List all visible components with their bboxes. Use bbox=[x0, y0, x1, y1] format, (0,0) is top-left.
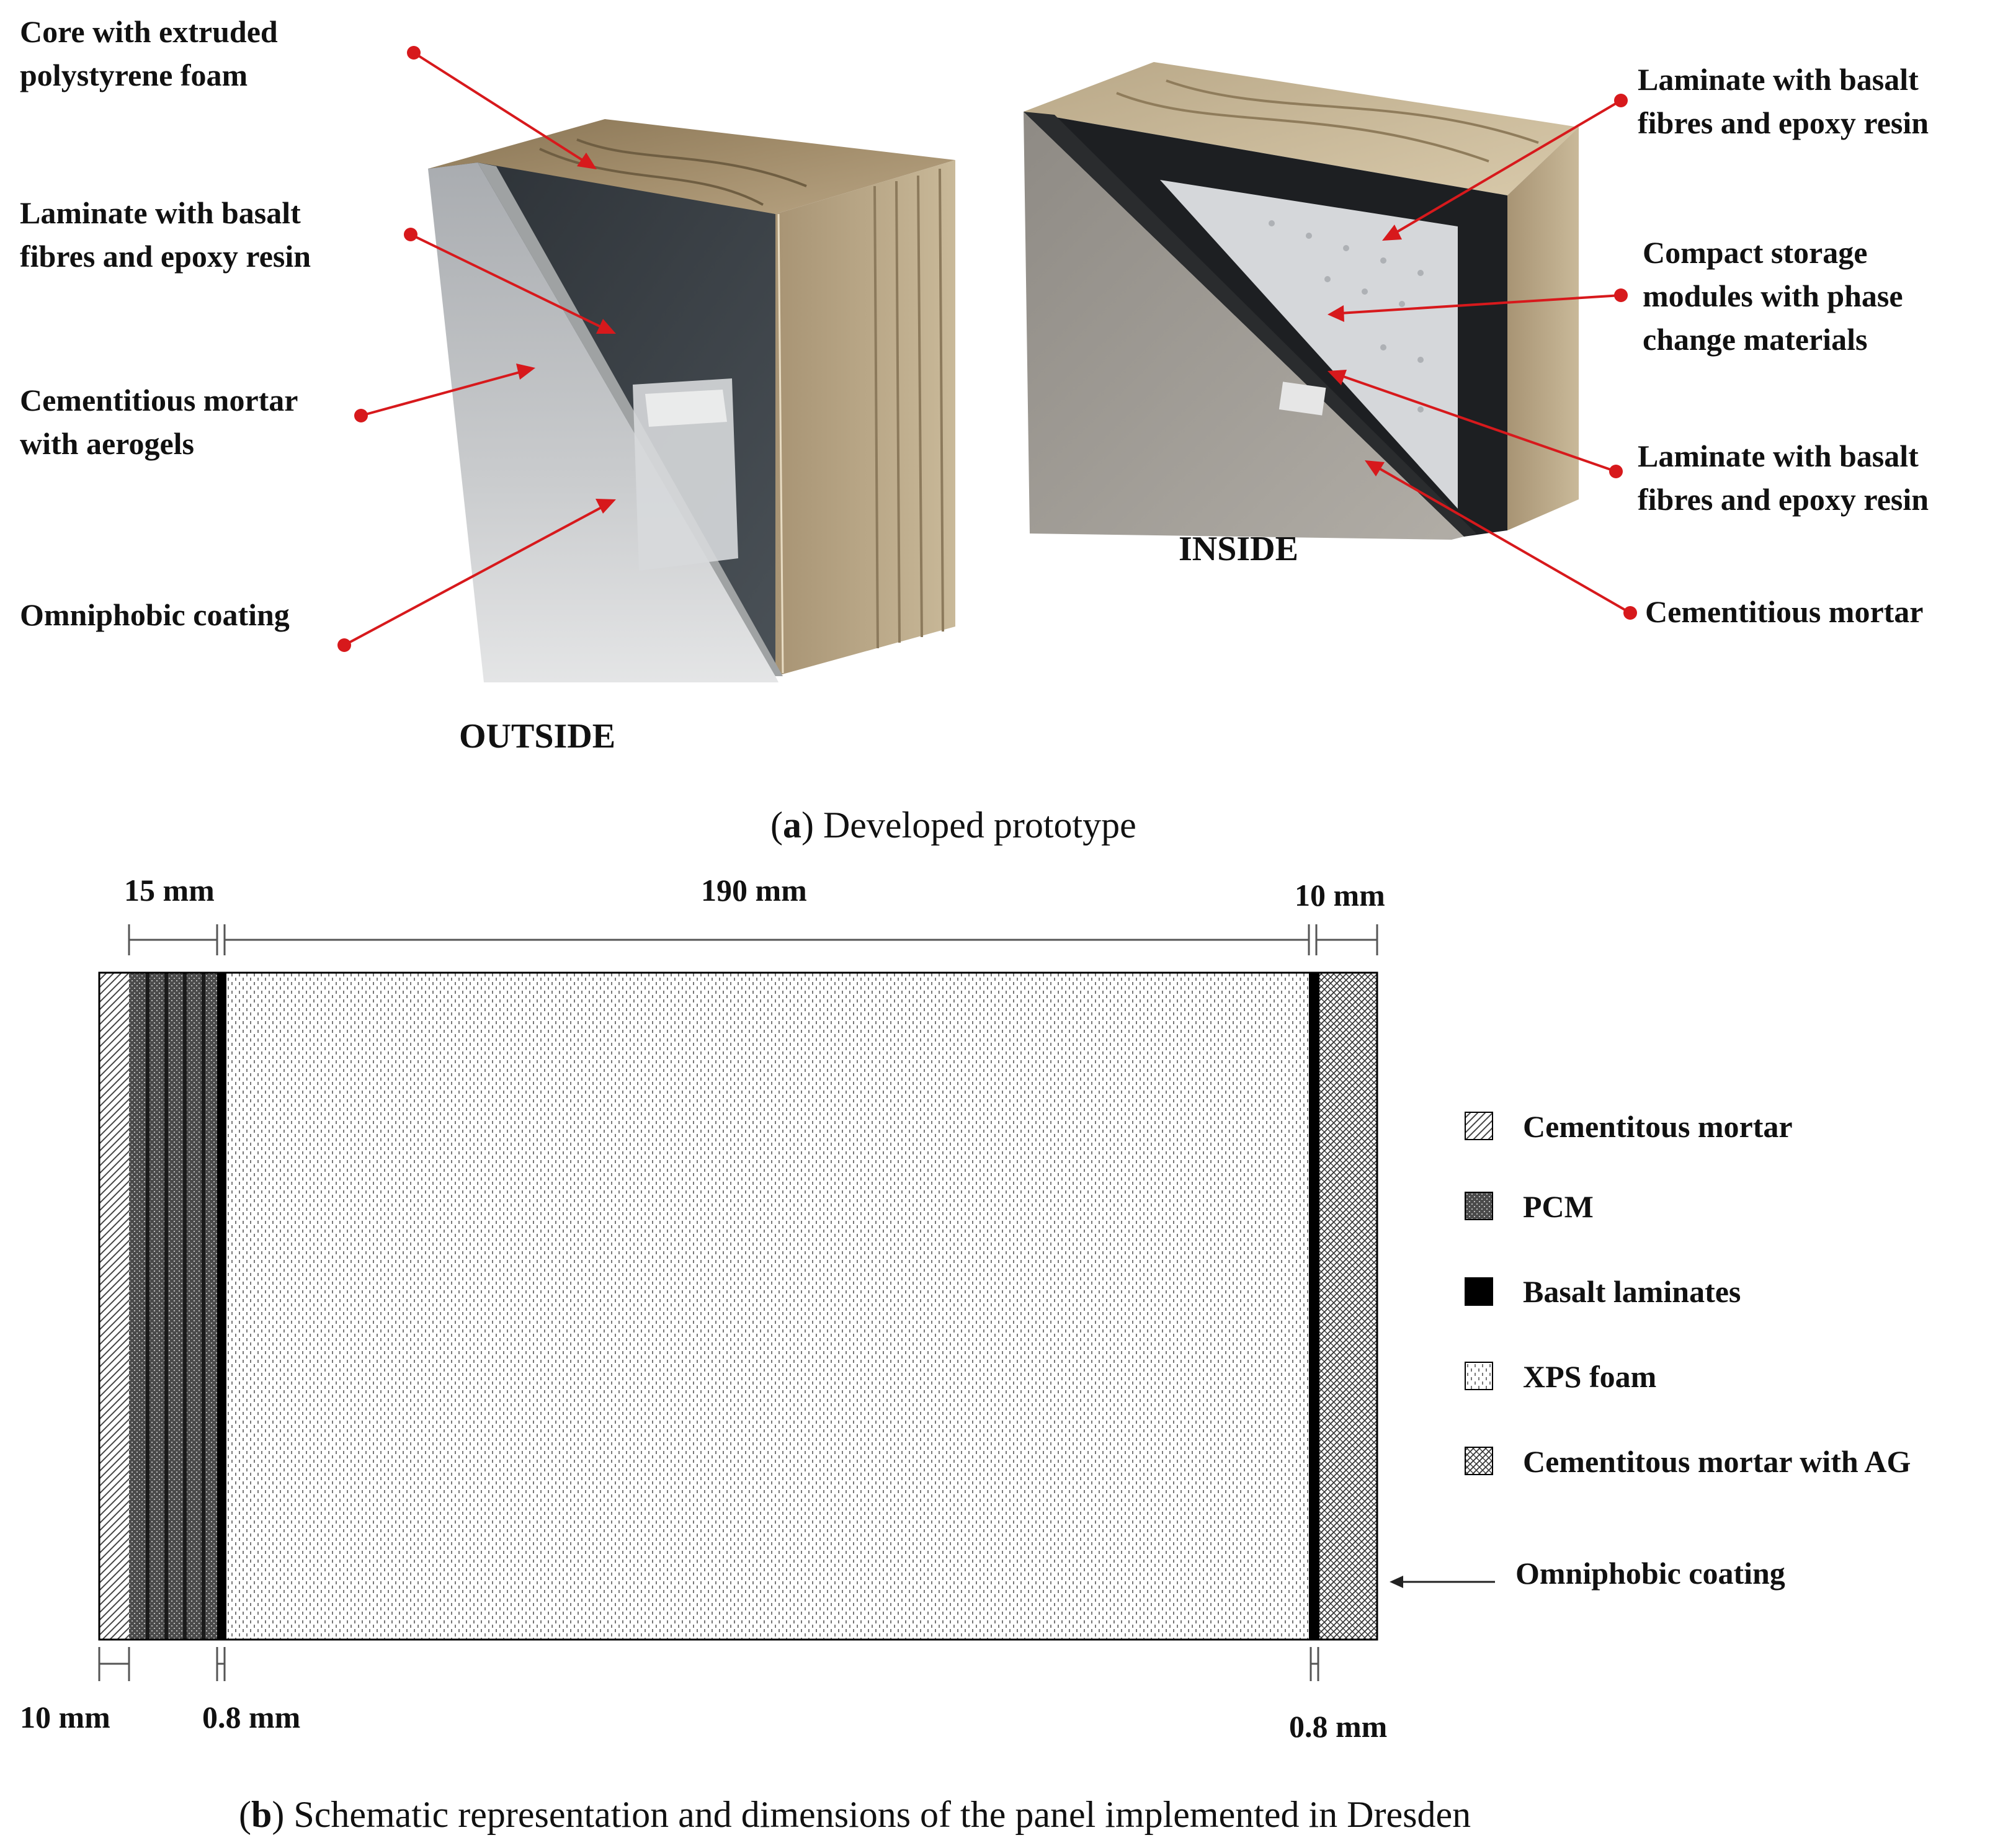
dim-bottom-left: 10 mm bbox=[20, 1700, 110, 1734]
dim-top-left: 15 mm bbox=[124, 873, 215, 908]
inside-title: INSIDE bbox=[1179, 530, 1298, 568]
label-mortar-ag-line1: Cementitious mortar bbox=[20, 383, 298, 417]
caption-b: (b) Schematic representation and dimensi… bbox=[239, 1794, 1471, 1835]
label-laminate-bottom-line1: Laminate with basalt bbox=[1638, 439, 1919, 473]
dim-top-right: 10 mm bbox=[1295, 878, 1385, 913]
outside-prototype-photo bbox=[428, 119, 955, 682]
panel-schematic bbox=[98, 971, 1378, 1641]
pcm-stripes bbox=[146, 973, 205, 1640]
legend-item-basalt: Basalt laminates bbox=[1465, 1274, 1741, 1309]
layer-basalt-laminate-right bbox=[1309, 973, 1319, 1640]
legend-swatch-xps bbox=[1465, 1362, 1493, 1390]
caption-b-letter: b bbox=[251, 1794, 272, 1835]
callout-storage bbox=[1328, 288, 1628, 322]
label-laminate-top-line2: fibres and epoxy resin bbox=[1638, 105, 1929, 140]
dimension-lines-bottom bbox=[98, 1647, 1319, 1681]
inside-prototype-photo bbox=[1024, 62, 1579, 540]
legend-item-xps: XPS foam bbox=[1465, 1359, 1656, 1394]
outside-callout-labels: Core with extruded polystyrene foam Lami… bbox=[20, 14, 311, 632]
label-storage-line1: Compact storage bbox=[1643, 235, 1867, 270]
label-laminate-top-line1: Laminate with basalt bbox=[1638, 62, 1919, 97]
layer-xps-foam bbox=[226, 973, 1309, 1640]
legend-label-xps: XPS foam bbox=[1523, 1359, 1656, 1394]
callout-inside-laminate-bottom bbox=[1328, 370, 1623, 478]
legend-item-pcm: PCM bbox=[1465, 1189, 1594, 1224]
label-laminate-bottom-line2: fibres and epoxy resin bbox=[1638, 482, 1929, 517]
legend-item-mortar: Cementitous mortar bbox=[1465, 1109, 1793, 1144]
callout-laminate bbox=[404, 228, 616, 334]
label-omniphobic: Omniphobic coating bbox=[20, 597, 290, 632]
layer-mortar-with-ag bbox=[1319, 973, 1377, 1640]
label-mortar: Cementitious mortar bbox=[1645, 594, 1924, 629]
legend-item-mortar-ag: Cementitous mortar with AG bbox=[1465, 1444, 1911, 1479]
label-core-line2: polystyrene foam bbox=[20, 58, 248, 92]
caption-a-text: Developed prototype bbox=[814, 805, 1136, 846]
callout-inside-laminate-top bbox=[1382, 94, 1628, 241]
layer-basalt-laminate-left bbox=[217, 973, 226, 1640]
inside-callout-labels: Laminate with basalt fibres and epoxy re… bbox=[1638, 62, 1929, 629]
outside-title: OUTSIDE bbox=[459, 717, 615, 756]
dim-top-middle: 190 mm bbox=[701, 873, 807, 908]
legend-swatch-pcm bbox=[1465, 1192, 1493, 1220]
dim-bottom-mid-left: 0.8 mm bbox=[202, 1700, 300, 1734]
callout-inside-mortar bbox=[1365, 460, 1637, 620]
legend-swatch-basalt bbox=[1465, 1277, 1493, 1306]
caption-a-letter: a bbox=[783, 805, 801, 846]
legend-label-mortar-ag: Cementitous mortar with AG bbox=[1523, 1444, 1911, 1479]
omniphobic-pointer: Omniphobic coating bbox=[1390, 1556, 1785, 1591]
label-storage-line3: change materials bbox=[1643, 322, 1867, 357]
label-mortar-ag-line2: with aerogels bbox=[20, 426, 194, 461]
dimension-lines-top bbox=[128, 924, 1378, 955]
legend-label-pcm: PCM bbox=[1523, 1189, 1594, 1224]
label-storage-line2: modules with phase bbox=[1643, 279, 1903, 313]
caption-a: (a) Developed prototype bbox=[770, 805, 1136, 846]
label-laminate-line1: Laminate with basalt bbox=[20, 195, 301, 230]
callout-arrows bbox=[337, 46, 1637, 652]
label-core-line1: Core with extruded bbox=[20, 14, 278, 49]
omniphobic-label: Omniphobic coating bbox=[1515, 1556, 1785, 1591]
layer-cementitious-mortar bbox=[99, 973, 129, 1640]
legend: Cementitous mortar PCM Basalt laminates … bbox=[1465, 1109, 1911, 1479]
callout-core bbox=[407, 46, 597, 169]
label-laminate-line2: fibres and epoxy resin bbox=[20, 239, 311, 274]
callout-omniphobic bbox=[337, 499, 616, 652]
dim-bottom-right: 0.8 mm bbox=[1289, 1709, 1387, 1744]
legend-swatch-mortar bbox=[1465, 1112, 1493, 1140]
schematic-outline bbox=[98, 971, 1378, 1641]
legend-swatch-mortar-ag bbox=[1465, 1447, 1493, 1475]
caption-b-text: Schematic representation and dimensions … bbox=[284, 1794, 1471, 1835]
legend-label-basalt: Basalt laminates bbox=[1523, 1274, 1741, 1309]
callout-mortar-ag bbox=[354, 364, 535, 422]
legend-label-mortar: Cementitous mortar bbox=[1523, 1109, 1793, 1144]
